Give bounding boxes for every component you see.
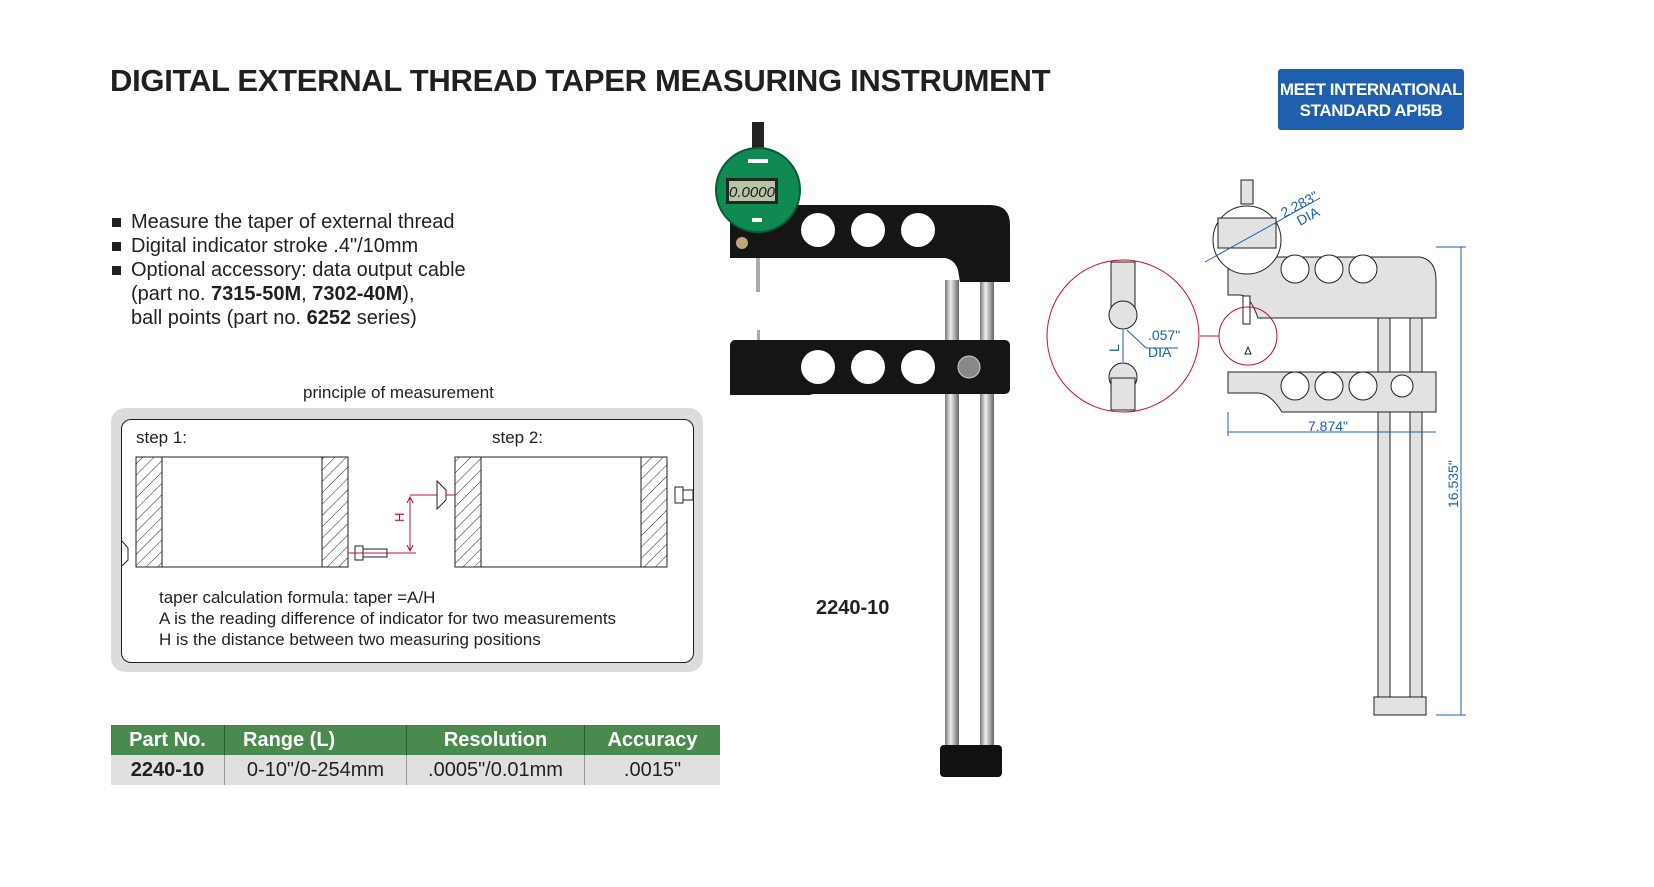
h-dimension-label: H	[392, 513, 407, 522]
part-number: 7302-40M	[312, 283, 403, 305]
cell-accuracy: .0015"	[584, 755, 720, 785]
text: ball points (part no.	[131, 307, 307, 329]
feature-item-continued: (part no. 7315-50M, 7302-40M),	[110, 282, 466, 306]
part-number: 7315-50M	[211, 283, 302, 305]
column-header: Part No.	[111, 725, 225, 755]
h-definition: H is the distance between two measuring …	[159, 630, 541, 649]
text: series)	[351, 307, 417, 329]
model-label: 2240-10	[816, 597, 890, 619]
feature-item: Measure the taper of external thread	[110, 210, 466, 234]
product-photo: 0.0000	[715, 122, 1010, 777]
table-header-row: Part No. Range (L) Resolution Accuracy	[111, 725, 720, 755]
cell-part-no: 2240-10	[111, 755, 225, 785]
feature-item: Optional accessory: data output cable	[110, 258, 466, 282]
indicator-display: 0.0000	[729, 184, 776, 201]
formula-text: taper calculation formula: taper =A/H	[159, 588, 436, 607]
principle-heading: principle of measurement	[303, 383, 494, 402]
cell-range: 0-10"/0-254mm	[224, 755, 407, 785]
badge-line-1: MEET INTERNATIONAL	[1279, 79, 1463, 99]
standard-badge: MEET INTERNATIONAL STANDARD API5B	[1278, 69, 1464, 130]
text: ,	[301, 283, 313, 305]
text: ),	[402, 283, 415, 305]
feature-list: Measure the taper of external thread Dig…	[110, 210, 466, 330]
ball-dia-value: .057"	[1148, 327, 1180, 343]
step-2-diagram	[436, 456, 694, 568]
height-dimension: 16.535"	[1445, 460, 1461, 508]
table-row: 2240-10 0-10"/0-254mm .0005"/0.01mm .001…	[111, 755, 720, 785]
column-header: Accuracy	[584, 725, 720, 755]
technical-drawing	[1046, 179, 1437, 716]
part-number: 6252	[306, 307, 352, 329]
l-label: L	[1106, 344, 1122, 352]
a-definition: A is the reading difference of indicator…	[159, 609, 617, 628]
feature-item-continued: ball points (part no. 6252 series)	[110, 306, 466, 330]
ball-dia-unit: DIA	[1148, 344, 1172, 360]
badge-line-2: STANDARD API5B	[1299, 100, 1443, 120]
step-2-label: step 2:	[492, 428, 544, 447]
spec-table: Part No. Range (L) Resolution Accuracy 2…	[111, 725, 720, 785]
width-dimension: 7.874"	[1308, 418, 1348, 434]
cell-resolution: .0005"/0.01mm	[406, 755, 585, 785]
step-1-label: step 1:	[136, 428, 188, 447]
column-header: Range (L)	[224, 725, 407, 755]
step-1-diagram: H	[121, 456, 440, 568]
text: (part no.	[131, 283, 212, 305]
column-header: Resolution	[406, 725, 585, 755]
feature-item: Digital indicator stroke .4"/10mm	[110, 234, 466, 258]
page-title: DIGITAL EXTERNAL THREAD TAPER MEASURING …	[110, 63, 1051, 98]
